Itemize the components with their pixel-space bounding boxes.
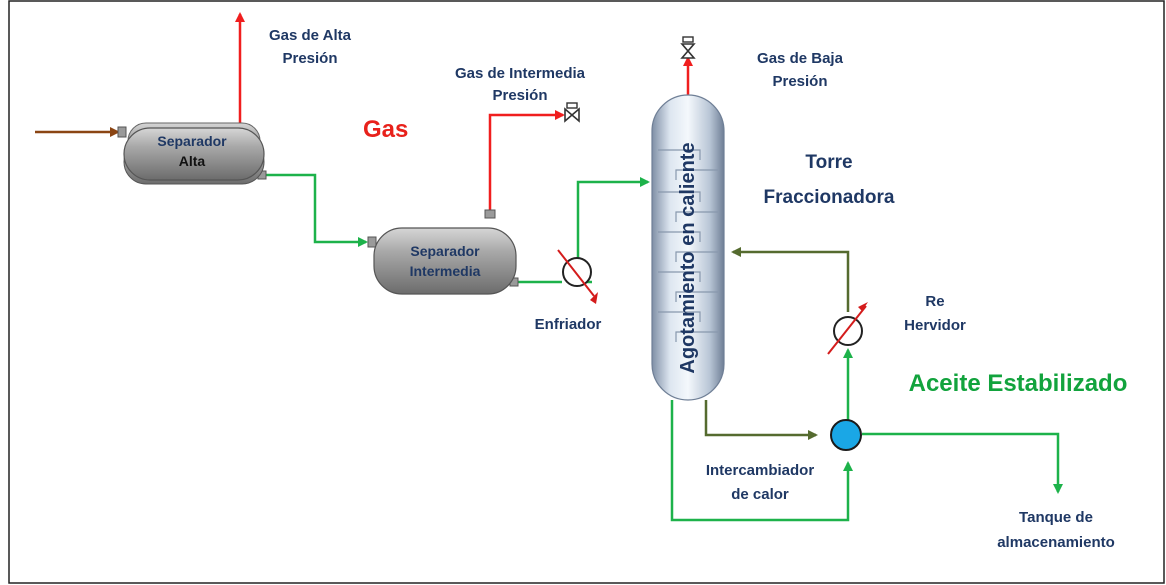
column-label: Agotamiento en caliente [677, 142, 699, 373]
separador-intermedia-vessel: Separador Intermedia [367, 209, 519, 295]
gas-alta-label-2: Presión [282, 50, 337, 67]
product-to-tank-line [862, 432, 1063, 494]
torre-fraccionadora-column: Agotamiento en caliente [651, 94, 725, 401]
enfriador-label: Enfriador [535, 316, 602, 333]
gas-intermedia-label-2: Presión [492, 87, 547, 104]
separador-alta-vessel: Separador Alta [117, 122, 267, 185]
tanque-label-1: Tanque de [1019, 509, 1093, 526]
oil-line-to-intermedia [262, 173, 368, 247]
torre-label-2: Fraccionadora [764, 187, 895, 208]
valve-intermediate-gas-icon [564, 102, 580, 123]
separador-alta-label-1: Separador [157, 133, 227, 149]
intermediate-gas-line [488, 110, 565, 212]
re-hervidor-exchanger [827, 302, 868, 355]
intercambiador-exchanger [830, 419, 862, 451]
reboiler-return-line [731, 247, 850, 312]
enfriador-exchanger [557, 249, 598, 304]
separador-alta-label-2: Alta [179, 153, 206, 169]
gas-heading: Gas [363, 116, 408, 143]
bottoms-to-exchanger-line [704, 400, 818, 440]
re-hervidor-label-1: Re [925, 293, 944, 310]
intercambiador-label-2: de calor [731, 486, 789, 503]
gas-baja-label-1: Gas de Baja [757, 50, 844, 67]
separador-intermedia-label-2: Intermedia [410, 263, 481, 279]
separador-intermedia-label-1: Separador [410, 243, 480, 259]
gas-intermedia-label-1: Gas de Intermedia [455, 65, 586, 82]
gas-baja-label-2: Presión [772, 73, 827, 90]
bottoms-loop-line [670, 400, 853, 522]
valve-low-pressure-gas-icon [680, 36, 696, 59]
intercambiador-label-1: Intercambiador [706, 462, 815, 479]
gas-alta-label-1: Gas de Alta [269, 27, 352, 44]
tanque-label-2: almacenamiento [997, 534, 1115, 551]
re-hervidor-label-2: Hervidor [904, 317, 966, 334]
aceite-estabilizado-heading: Aceite Estabilizado [909, 370, 1128, 397]
torre-label-1: Torre [805, 152, 852, 173]
diagram-border [8, 0, 1165, 584]
